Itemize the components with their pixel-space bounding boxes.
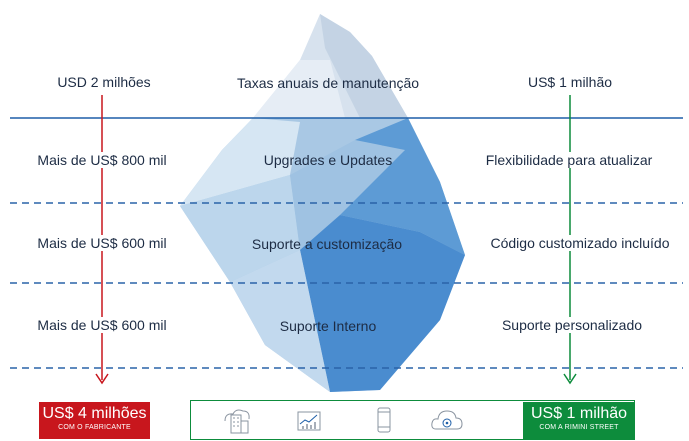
icon-strip: [190, 400, 635, 440]
center-label-4: Suporte Interno: [279, 318, 377, 334]
left-label-3: Mais de US$ 600 mil: [35, 235, 169, 251]
vendor-total-amount: US$ 4 milhões: [42, 405, 147, 422]
vendor-total-caption: COM O FABRICANTE: [58, 424, 131, 431]
left-label-2: Mais de US$ 800 mil: [35, 152, 169, 168]
iceberg-tip-face: [253, 60, 345, 118]
iceberg-facet-deep: [300, 215, 465, 392]
iceberg-tip-shade: [320, 14, 408, 118]
rimini-total-badge: US$ 1 milhão COM A RIMINI STREET: [523, 402, 635, 439]
building-cloud-icon: [224, 409, 250, 434]
iceberg-facet-light: [180, 118, 300, 206]
rimini-total-caption: COM A RIMINI STREET: [539, 424, 619, 431]
rimini-total-amount: US$ 1 milhão: [530, 405, 628, 422]
left-label-1: USD 2 milhões: [55, 74, 153, 90]
right-label-3: Código customizado incluído: [488, 235, 672, 251]
right-arrow-head: [563, 373, 577, 385]
right-label-1: US$ 1 milhão: [525, 74, 615, 90]
iceberg-facet-mid: [180, 175, 300, 282]
left-label-4: Mais de US$ 600 mil: [35, 317, 169, 333]
right-label-4: Suporte personalizado: [499, 317, 645, 333]
center-label-1: Taxas anuais de manutenção: [236, 75, 420, 91]
left-arrow-head: [95, 373, 109, 385]
cloud-gear-icon: [431, 410, 463, 430]
iceberg-facet-dark: [340, 118, 465, 255]
center-label-2: Upgrades e Updates: [263, 152, 393, 168]
analytics-chart-icon: [297, 411, 321, 431]
right-label-2: Flexibilidade para atualizar: [483, 152, 655, 168]
iceberg-facet-bottom-left: [230, 250, 330, 392]
mobile-phone-icon: [377, 407, 391, 433]
center-label-3: Suporte a customização: [251, 236, 403, 252]
vendor-total-badge: US$ 4 milhões COM O FABRICANTE: [39, 402, 150, 439]
iceberg-facet-center: [290, 140, 405, 250]
